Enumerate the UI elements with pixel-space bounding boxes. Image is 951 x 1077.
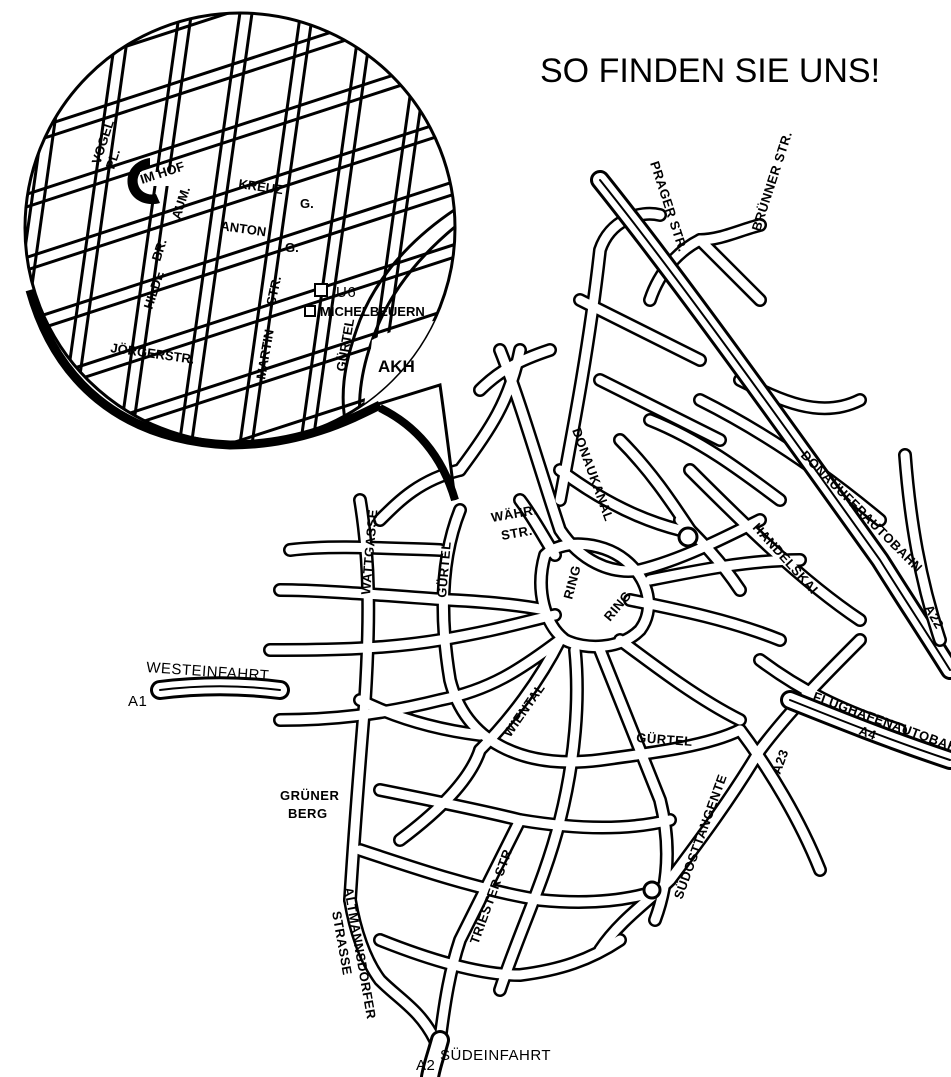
street-br: BR.	[149, 237, 170, 263]
a1-label: A1	[128, 693, 147, 710]
suedeinfahrt-label: SÜDEINFAHRT	[440, 1046, 551, 1064]
a4-label: A4	[857, 723, 879, 743]
michelbeuern-station-icon	[304, 305, 316, 317]
wattgasse-label: WATTGASSE	[358, 508, 380, 595]
u6-label: U6	[336, 284, 356, 301]
akh-label: AKH	[378, 357, 415, 376]
guertel-west-label: GÜRTEL	[434, 541, 454, 599]
a2-label: A2	[416, 1057, 435, 1074]
gruener-label: GRÜNER	[280, 788, 339, 803]
bruenner-str-label: BRÜNNER STR.	[749, 129, 795, 233]
suedosttangente-label: SÜDOSTTANGENTE	[671, 772, 730, 901]
street-anton: ANTON	[220, 218, 268, 239]
a23-label: A23	[769, 747, 792, 776]
waehr-str-label: STR.	[500, 523, 534, 543]
street-anton-g: G.	[285, 240, 299, 255]
street-str: STR.	[263, 275, 284, 307]
ring-west-label: RING	[560, 564, 583, 601]
berg-label: BERG	[288, 806, 328, 821]
map-title: SO FINDEN SIE UNS!	[540, 52, 880, 90]
street-pl: PL.	[103, 147, 124, 171]
street-kreuz-g: G.	[300, 196, 314, 211]
u6-station-icon	[314, 283, 328, 297]
michelbeuern-label: MICHELBEUERN	[320, 304, 425, 319]
location-marker-icon	[127, 158, 160, 205]
inset-map	[23, 11, 459, 502]
roundabout-north	[677, 526, 699, 548]
guertel-south-label: GÜRTEL	[636, 730, 693, 749]
road-network	[150, 170, 951, 1077]
highways	[150, 170, 951, 1077]
roundabout-south	[642, 880, 662, 900]
street-kreuz: KREUZ	[238, 176, 284, 197]
